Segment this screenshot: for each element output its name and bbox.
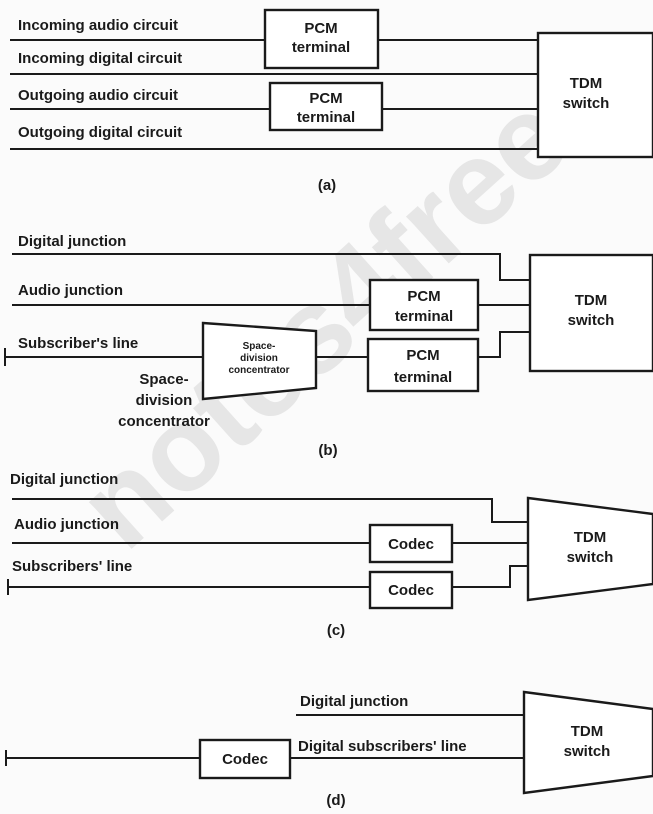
label-digital-junction-d: Digital junction [300,693,408,710]
pcm-b1-line1: PCM [407,288,440,305]
codec-c2 [368,570,454,610]
codec-c1 [368,523,454,564]
diagram-d: TDM switch Digital junction Digital subs… [5,690,653,809]
tdm-switch-a [536,31,653,159]
tdm-switch-d-line2: switch [564,743,611,760]
tdm-switch-c-line2: switch [567,549,614,566]
pcm-b2-line2: terminal [394,369,452,386]
concentrator-label-line2: division [136,392,193,409]
concentrator-label-line3: concentrator [118,413,210,430]
line-digital-junction-c [12,498,528,523]
pcm-b1-line2: terminal [395,308,453,325]
label-digital-junction-c: Digital junction [10,471,118,488]
diagram-b: TDM switch Digital junction Audio juncti… [4,233,653,459]
label-audio-junction-b: Audio junction [18,282,123,299]
codec-c2-label: Codec [388,582,434,599]
pcm-terminal-b1 [368,278,480,332]
codec-c1-label: Codec [388,536,434,553]
line-digital-junction-b [12,253,530,281]
label-audio-junction-c: Audio junction [14,516,119,533]
pcm-a1-line1: PCM [304,20,337,37]
concentrator-box-line2: division [240,353,278,364]
label-subscriber-line-b: Subscriber's line [18,335,138,352]
codec-d-label: Codec [222,751,268,768]
tdm-switch-b-line1: TDM [575,292,608,309]
space-division-concentrator-box [201,321,318,401]
caption-c: (c) [327,622,345,639]
label-subscribers-line-c: Subscribers' line [12,558,132,575]
caption-d: (d) [326,792,345,809]
line-codec-tdm-c [452,565,528,588]
label-incoming-digital: Incoming digital circuit [18,50,182,67]
line-pcm-tdm-b [478,331,530,358]
pcm-terminal-b2 [366,337,480,393]
label-outgoing-digital: Outgoing digital circuit [18,124,182,141]
tdm-switch-a-line1: TDM [570,75,603,92]
caption-a: (a) [318,177,336,194]
pcm-a2-line2: terminal [297,109,355,126]
label-digital-subscribers-line-d: Digital subscribers' line [298,738,467,755]
pcm-terminal-a2 [268,81,384,132]
tdm-switch-d [522,690,653,795]
tdm-switch-a-line2: switch [563,95,610,112]
concentrator-label-line1: Space- [139,371,188,388]
pcm-terminal-a1 [263,8,380,70]
pcm-a2-line1: PCM [309,90,342,107]
codec-d [198,738,292,780]
pcm-b2-line1: PCM [406,347,439,364]
tdm-switch-b-line2: switch [568,312,615,329]
watermark: notes4free [53,68,594,574]
concentrator-box-line3: concentrator [228,365,289,376]
concentrator-box-line1: Space- [243,341,276,352]
caption-b: (b) [318,442,337,459]
diagram-a: TDM switch Incoming audio circuit Incomi… [10,8,653,194]
tdm-switch-d-line1: TDM [571,723,604,740]
tdm-switch-b [528,253,653,373]
diagram-c: TDM switch Digital junction Audio juncti… [7,471,653,639]
label-incoming-audio: Incoming audio circuit [18,17,178,34]
pcm-a1-line2: terminal [292,39,350,56]
label-outgoing-audio: Outgoing audio circuit [18,87,178,104]
label-digital-junction-b: Digital junction [18,233,126,250]
tdm-switch-c-line1: TDM [574,529,607,546]
